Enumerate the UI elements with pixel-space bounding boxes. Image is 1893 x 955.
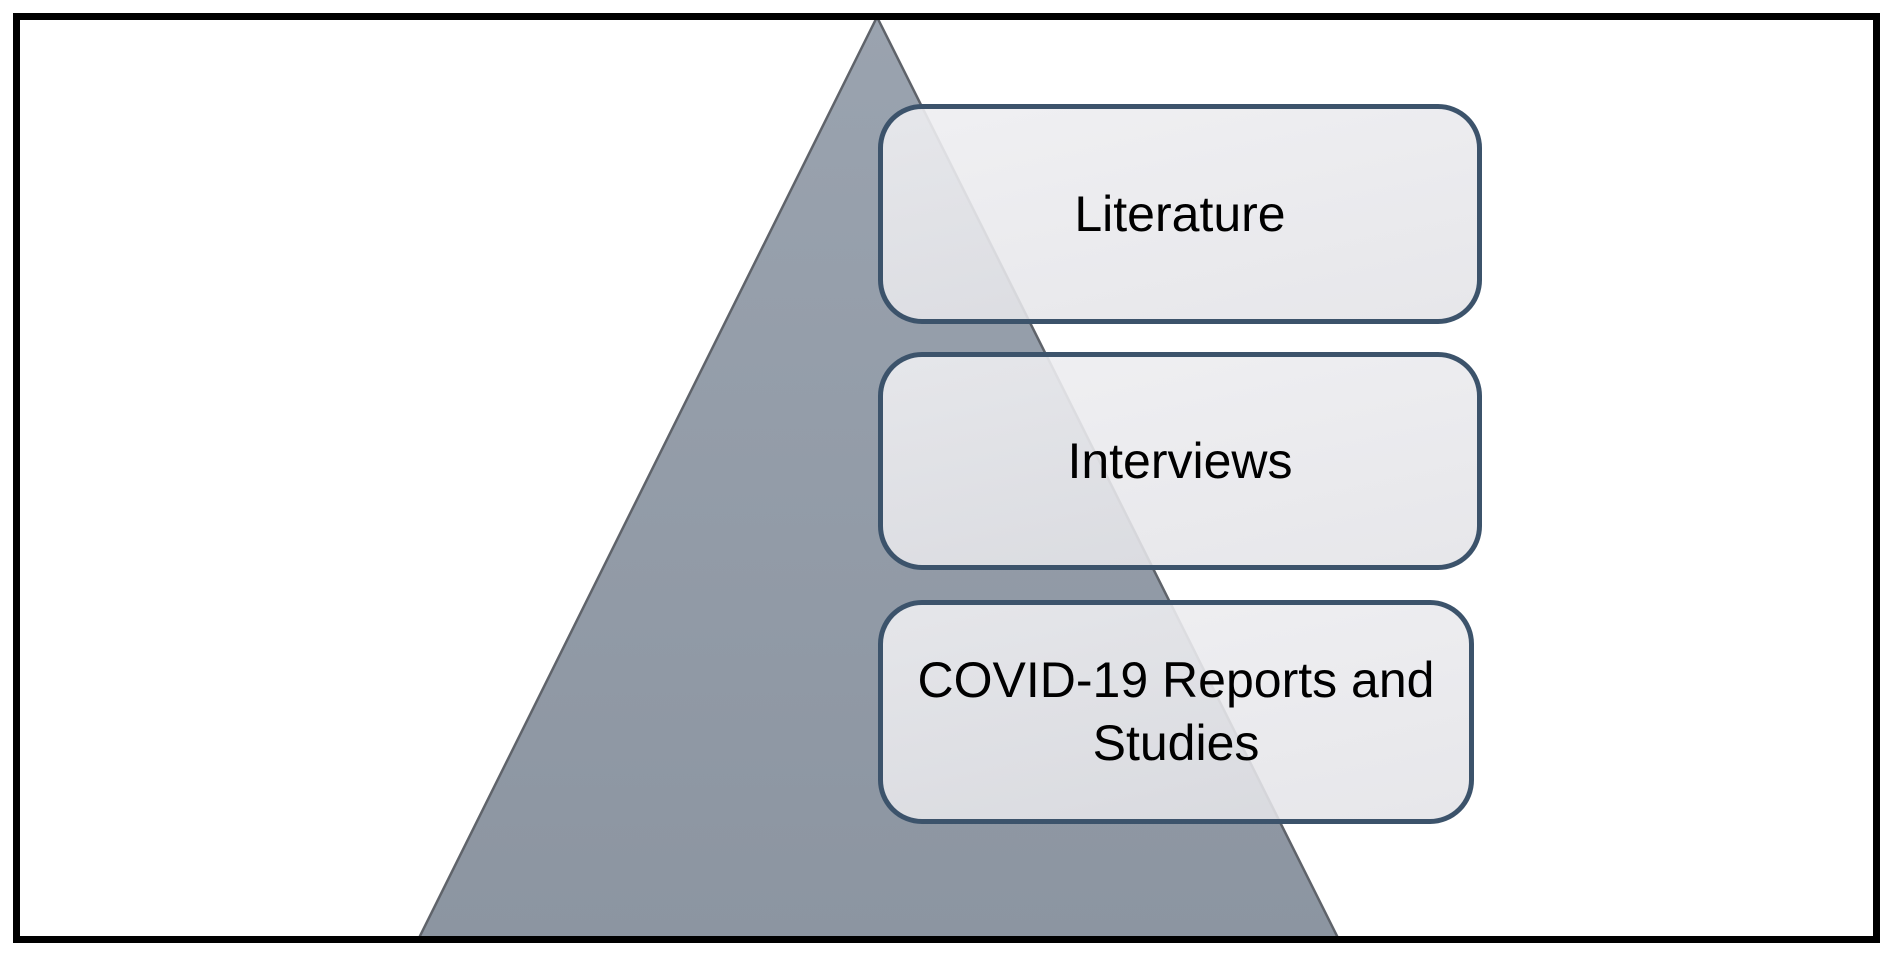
pyramid-level-label: COVID-19 Reports and Studies — [917, 652, 1435, 771]
pyramid-level-label: Literature — [1074, 185, 1286, 242]
pyramid-level-label: Interviews — [1067, 432, 1293, 489]
pyramid-level-interviews: Interviews — [878, 352, 1482, 570]
pyramid-level-literature: Literature — [878, 104, 1482, 324]
pyramid-level-covid-reports: COVID-19 Reports and Studies — [878, 600, 1474, 824]
